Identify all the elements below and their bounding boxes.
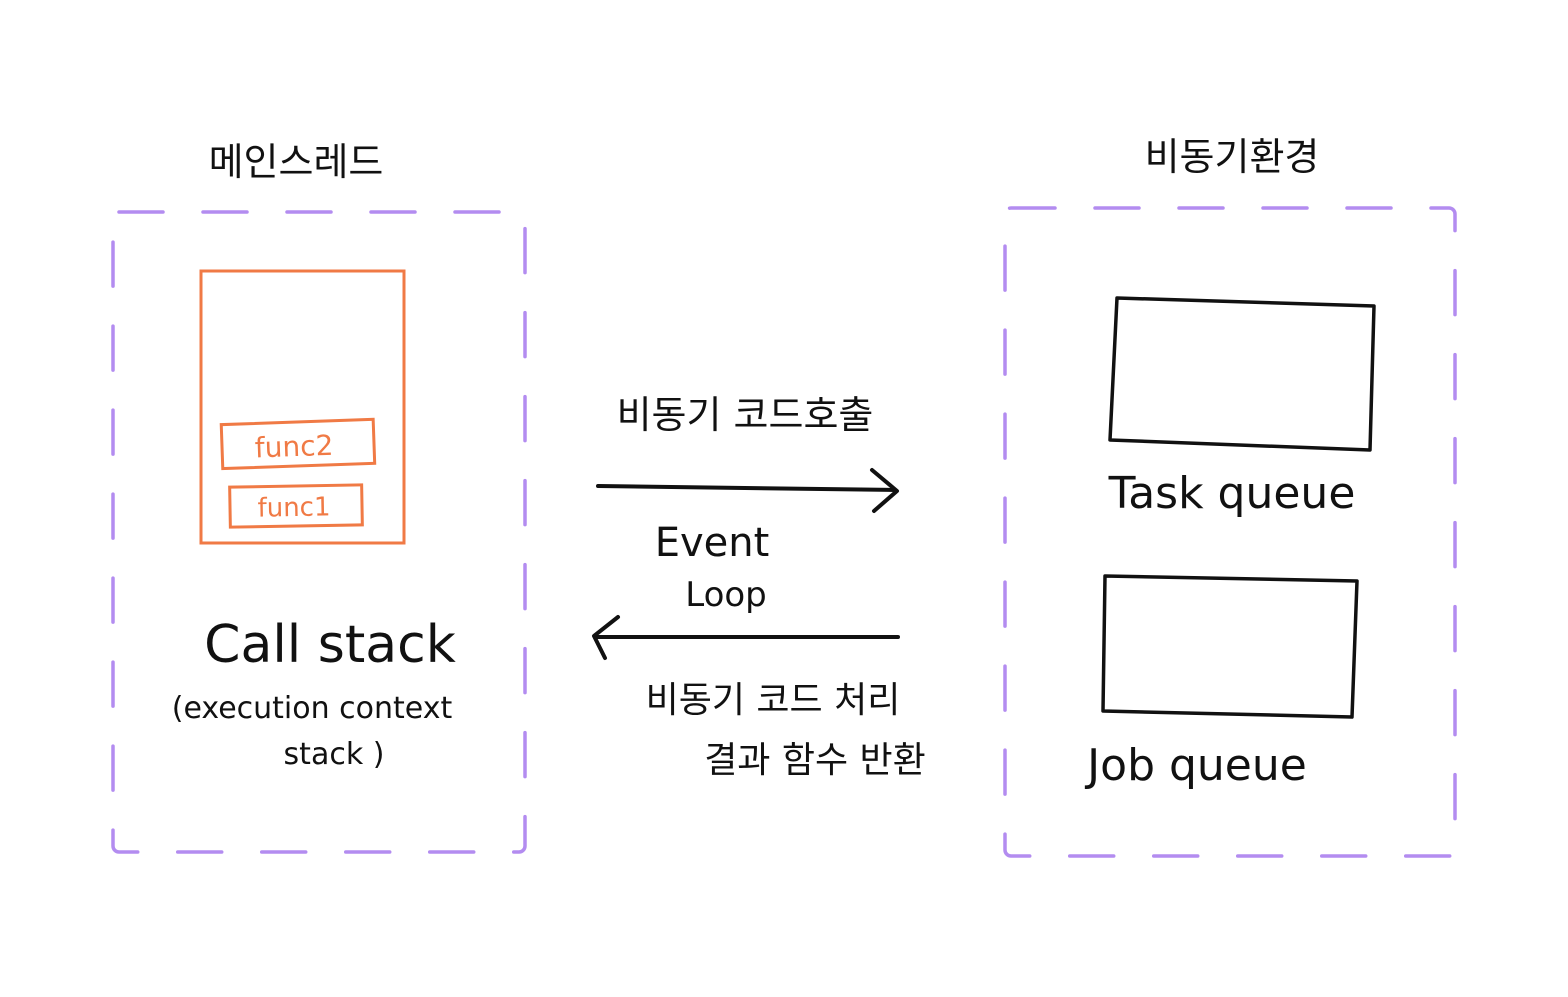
job-queue-box [1101,574,1359,719]
return-arrow-label-line1: 비동기 코드 처리 [646,680,901,721]
task-queue-label: Task queue [1108,468,1356,519]
job-queue-label: Job queue [1084,740,1307,791]
stack-frame-label: func2 [254,429,334,465]
stack-frame-label: func1 [257,492,330,523]
call-stack-label: Call stack [204,615,456,675]
main-thread-dashed-border [111,210,527,854]
return-arrow-label-line2: 결과 함수 반환 [704,740,926,781]
async-env-group: 비동기환경 Task queue Job queue [1003,135,1457,858]
forward-arrow-label: 비동기 코드호출 [617,393,874,437]
arrows-group: 비동기 코드호출 Event Loop 비동기 코드 처리 결과 함수 반환 [592,393,926,781]
main-thread-title: 메인스레드 [209,140,384,184]
async-env-title: 비동기환경 [1145,135,1320,179]
stack-frame-func2: func2 [219,417,377,471]
event-loop-label-line1: Event [655,520,770,566]
main-thread-group: 메인스레드 func2 func1 Call stack (execution … [111,140,527,854]
call-stack-box [199,269,406,545]
left-arrow-icon [592,615,900,660]
call-stack-sublabel-line1: (execution context [172,691,453,726]
event-loop-label-line2: Loop [685,575,767,615]
async-env-dashed-border [1003,206,1457,858]
task-queue-box [1108,296,1376,452]
call-stack-sublabel-line2: stack ) [284,737,385,772]
right-arrow-icon [596,468,899,513]
stack-frame-func1: func1 [228,483,364,529]
